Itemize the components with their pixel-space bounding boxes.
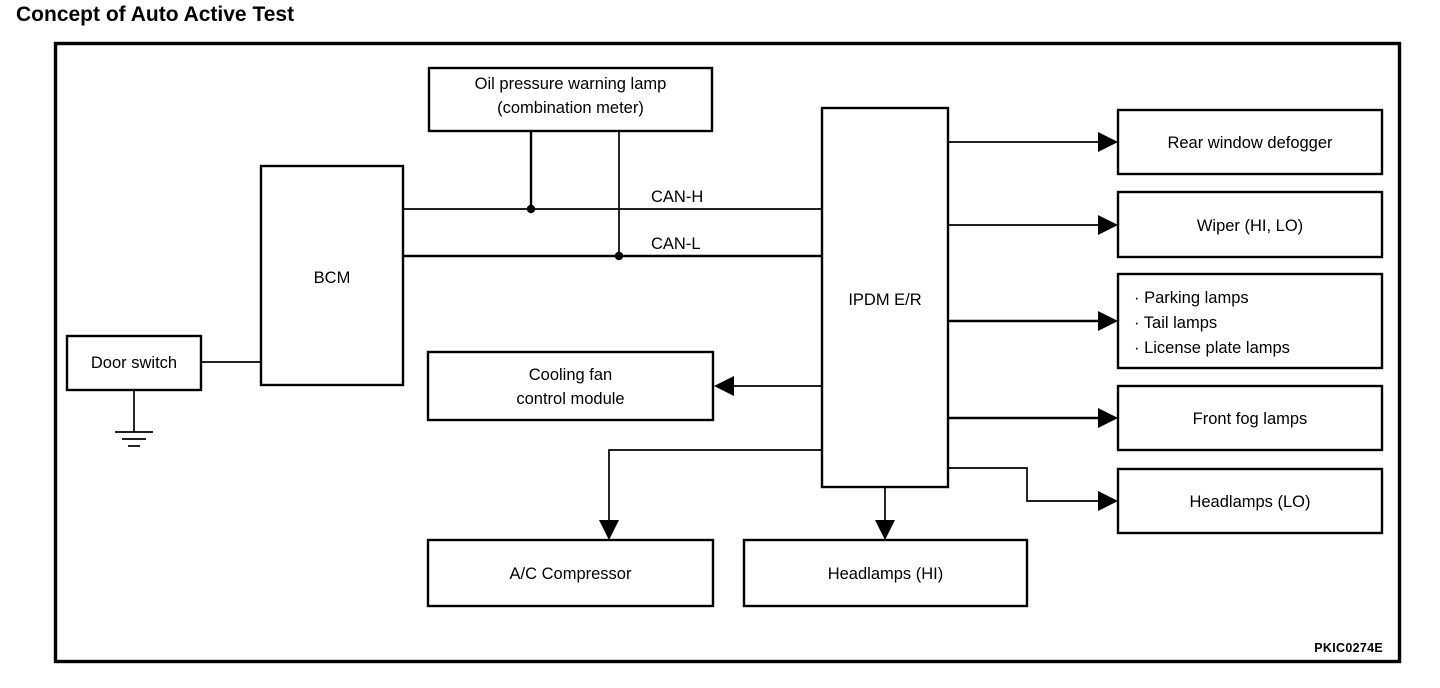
front-fog-lamps-label: Front fog lamps xyxy=(1193,410,1308,428)
wiper-label: Wiper (HI, LO) xyxy=(1197,217,1303,235)
can-high-label: CAN-H xyxy=(651,188,703,206)
arrowhead-headlamps-lo xyxy=(1098,491,1118,511)
node-oil-pressure-warning-lamp: Oil pressure warning lamp (combination m… xyxy=(427,66,714,133)
can-low-label: CAN-L xyxy=(651,235,701,253)
wire-ipdm-to-ac-compressor xyxy=(608,449,823,526)
part-number-label: PKIC0274E xyxy=(1314,641,1383,655)
headlamps-hi-label: Headlamps (HI) xyxy=(828,565,944,583)
node-ipdm-er: IPDM E/R xyxy=(820,106,950,489)
lamps-group-item-license-plate: · License plate lamps xyxy=(1134,339,1290,357)
headlamps-lo-label: Headlamps (LO) xyxy=(1189,493,1310,511)
ground-icon xyxy=(115,431,153,447)
arrowhead-rear-defogger xyxy=(1098,132,1118,152)
arrowhead-wiper xyxy=(1098,215,1118,235)
diagram-frame xyxy=(53,41,1402,664)
node-rear-window-defogger: Rear window defogger xyxy=(1116,108,1384,176)
node-headlamps-lo: Headlamps (LO) xyxy=(1116,467,1384,535)
cooling-fan-label-line1: Cooling fan xyxy=(529,366,612,384)
junction-can-low xyxy=(614,251,624,261)
node-cooling-fan-control-module: Cooling fan control module xyxy=(426,350,715,422)
arrowhead-ac-compressor xyxy=(599,520,619,540)
bcm-label: BCM xyxy=(314,269,351,287)
arrowhead-cooling-fan xyxy=(714,376,734,396)
node-headlamps-hi: Headlamps (HI) xyxy=(742,538,1029,608)
oil-pressure-lamp-label-line2: (combination meter) xyxy=(497,99,644,117)
lamps-group-item-tail: · Tail lamps xyxy=(1134,314,1217,332)
node-front-fog-lamps: Front fog lamps xyxy=(1116,384,1384,452)
arrowhead-front-fog-lamps xyxy=(1098,408,1118,428)
arrowhead-lamps-group xyxy=(1098,311,1118,331)
cooling-fan-label-line2: control module xyxy=(516,390,624,408)
ac-compressor-label: A/C Compressor xyxy=(510,565,632,583)
node-lamps-group: · Parking lamps · Tail lamps · License p… xyxy=(1116,272,1384,370)
page-title: Concept of Auto Active Test xyxy=(16,3,295,26)
node-door-switch: Door switch xyxy=(65,334,203,392)
door-switch-label: Door switch xyxy=(91,354,177,372)
node-ac-compressor: A/C Compressor xyxy=(426,538,715,608)
lamps-group-item-parking: · Parking lamps xyxy=(1134,289,1249,307)
node-wiper: Wiper (HI, LO) xyxy=(1116,190,1384,259)
node-bcm: BCM xyxy=(259,164,405,387)
ipdm-er-label: IPDM E/R xyxy=(848,291,921,309)
junction-can-high xyxy=(526,204,536,214)
rear-window-defogger-label: Rear window defogger xyxy=(1167,134,1333,152)
wire-ipdm-to-headlamps-lo xyxy=(948,467,1104,502)
arrowhead-headlamps-hi xyxy=(875,520,895,540)
oil-pressure-lamp-label-line1: Oil pressure warning lamp xyxy=(475,75,667,93)
